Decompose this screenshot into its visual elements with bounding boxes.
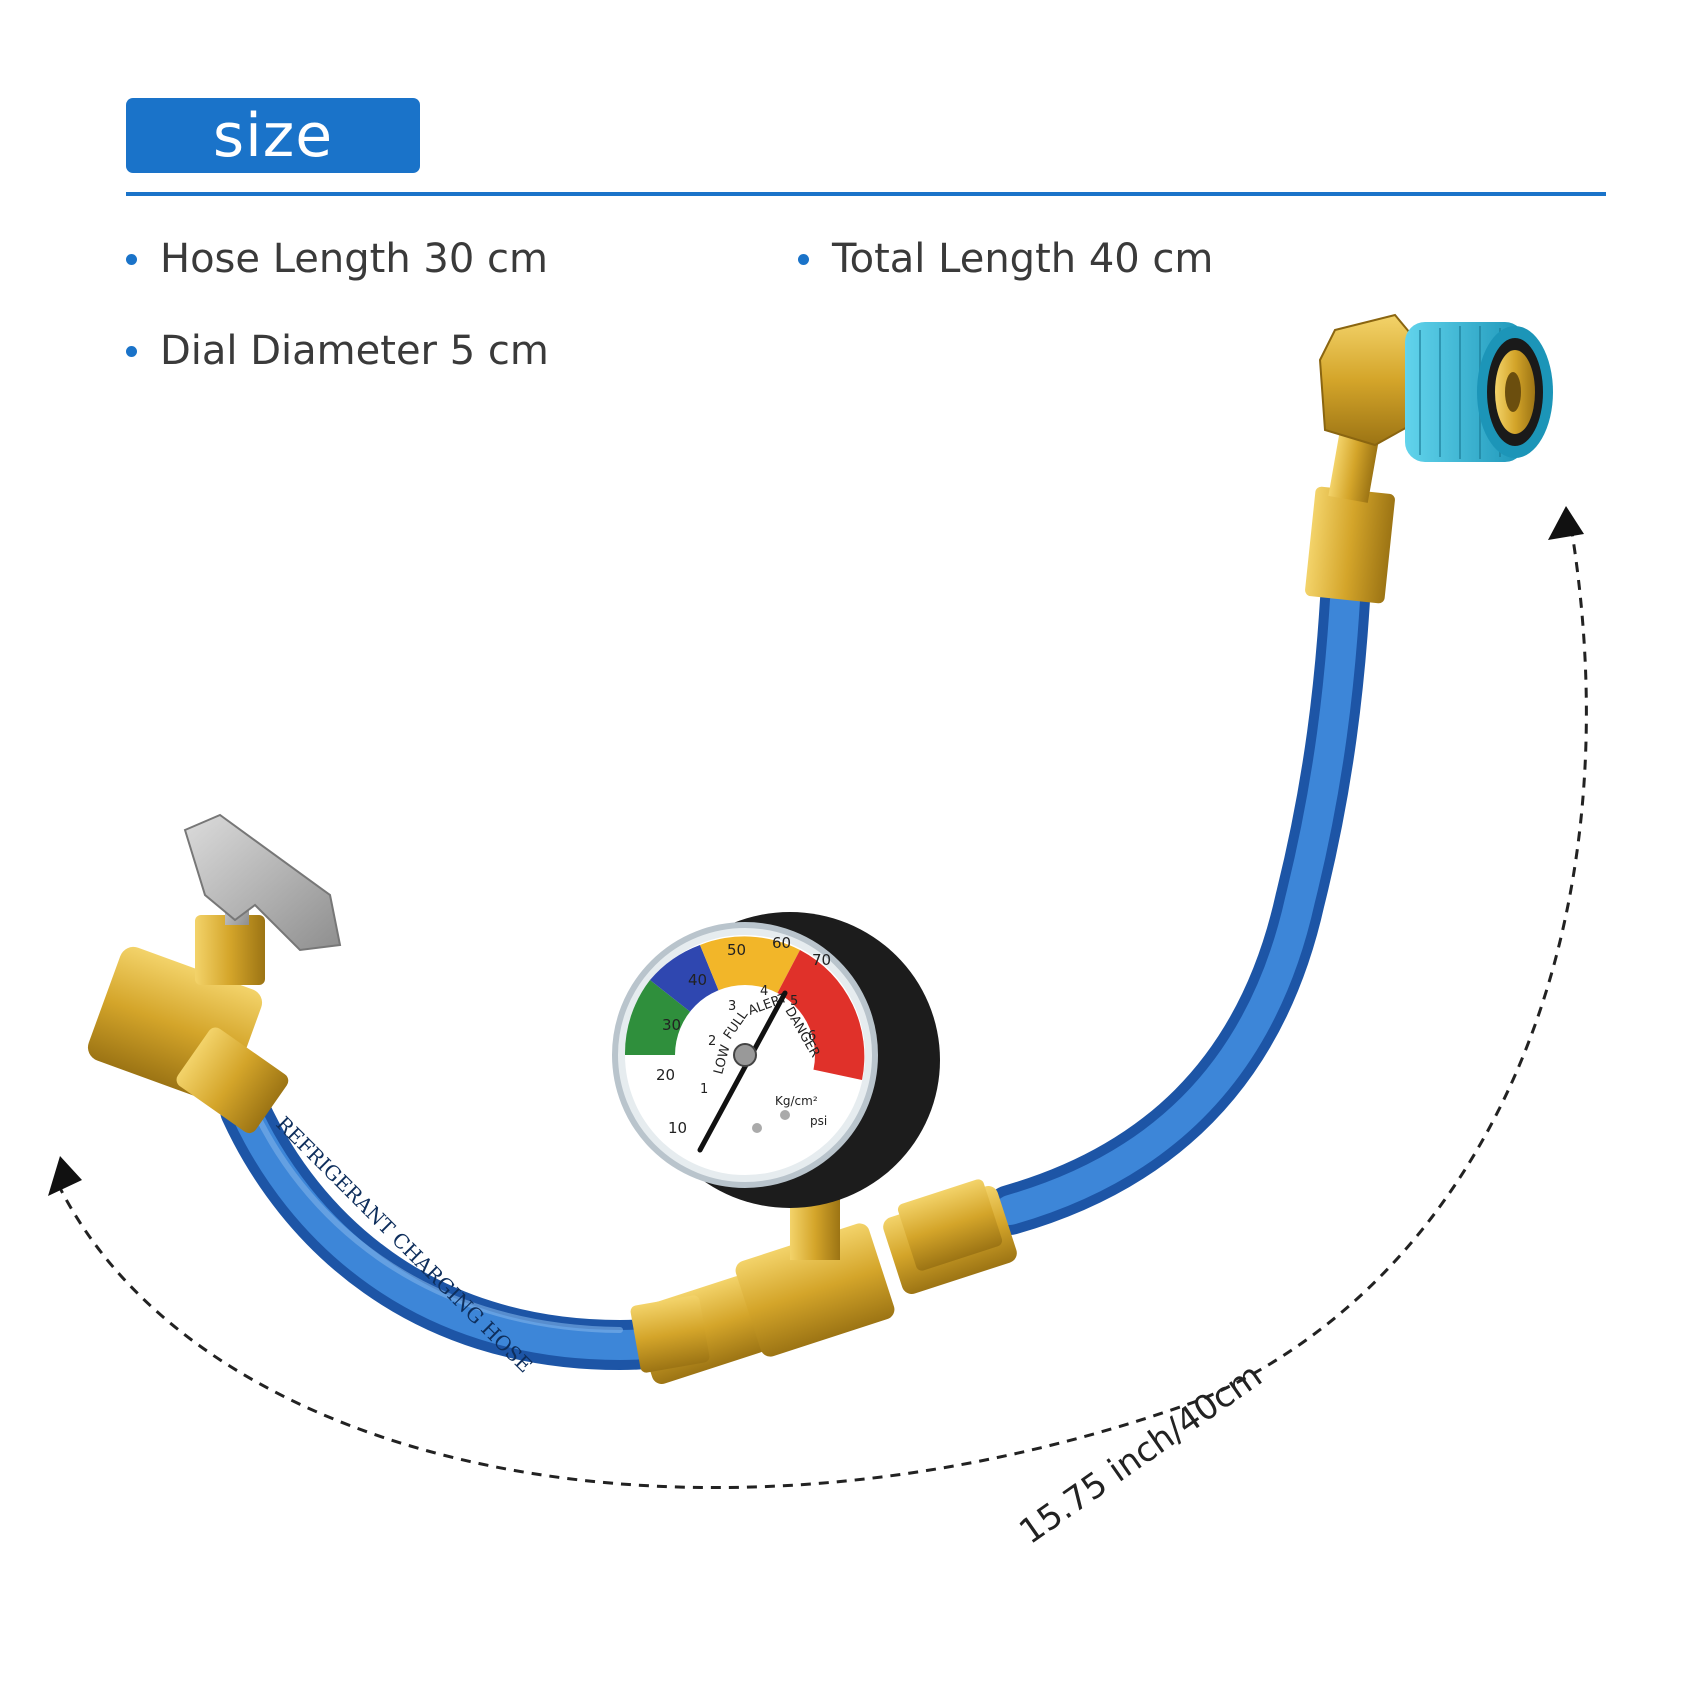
kg-tick-2: 2 <box>708 1034 716 1049</box>
dimension-arc <box>56 519 1588 1490</box>
pressure-gauge: LOW FULL ALERT DANGER 10 20 30 40 50 60 … <box>612 912 940 1208</box>
bullet-icon <box>126 345 137 357</box>
size-badge-label: size <box>212 100 334 171</box>
spec-hose-length: Hose Length 30 cm <box>126 236 548 282</box>
hex-nut <box>1318 313 1421 447</box>
arrowhead-right-icon <box>1548 506 1584 540</box>
ferrule-left <box>630 1295 710 1373</box>
spec-dial-diameter-text: Dial Diameter 5 cm <box>160 328 549 374</box>
spec-total-length-text: Total Length 40 cm <box>832 236 1214 282</box>
ferrule-right <box>897 1179 1003 1271</box>
can-tap-valve <box>87 813 342 1134</box>
bullet-icon <box>798 253 809 265</box>
psi-tick-60: 60 <box>772 934 791 952</box>
bullet-icon <box>126 253 137 265</box>
quick-coupler <box>1318 313 1553 503</box>
psi-tick-40: 40 <box>688 971 707 989</box>
psi-tick-70: 70 <box>812 951 831 969</box>
dimension-label: 15.75 inch/40cm <box>1012 1356 1269 1553</box>
kg-tick-4: 4 <box>760 984 768 999</box>
header-divider <box>126 192 1606 196</box>
kg-tick-6: 6 <box>808 1029 816 1044</box>
ferrule-top <box>1305 486 1395 604</box>
kg-tick-3: 3 <box>728 999 736 1014</box>
psi-tick-20: 20 <box>656 1066 675 1084</box>
spec-total-length: Total Length 40 cm <box>798 236 1213 282</box>
size-badge: size <box>126 98 420 173</box>
psi-tick-30: 30 <box>662 1016 681 1034</box>
spec-hose-length-text: Hose Length 30 cm <box>160 236 548 282</box>
psi-tick-50: 50 <box>727 941 746 959</box>
psi-tick-10: 10 <box>668 1119 687 1137</box>
arrowhead-left-icon <box>48 1156 82 1196</box>
gauge-needle <box>697 990 788 1153</box>
kg-tick-1: 1 <box>700 1082 708 1097</box>
kg-tick-5: 5 <box>790 994 798 1009</box>
wing-knob-icon <box>183 813 342 952</box>
spec-dial-diameter: Dial Diameter 5 cm <box>126 328 549 374</box>
unit-kg: Kg/cm² <box>775 1094 818 1108</box>
unit-psi: psi <box>810 1114 827 1128</box>
